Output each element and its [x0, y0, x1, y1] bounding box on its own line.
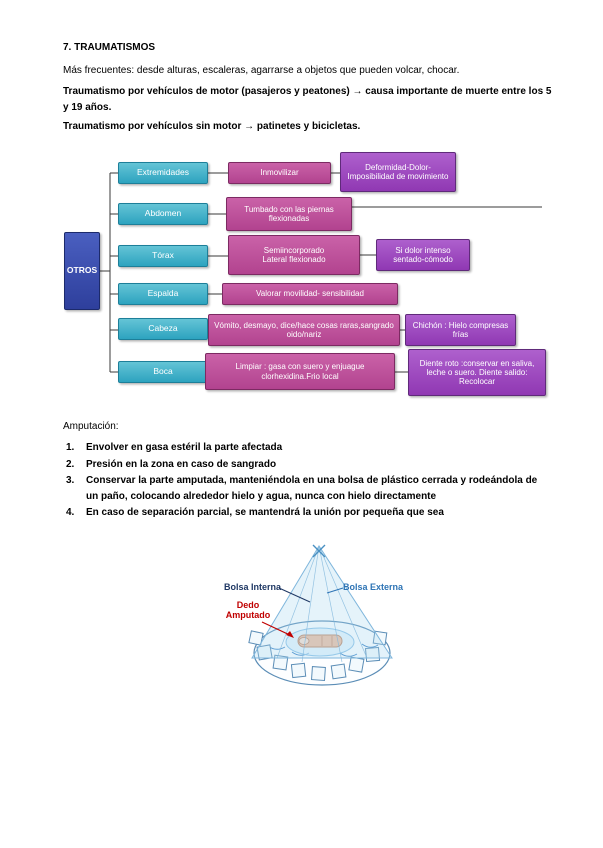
list-item-number: 4.	[66, 507, 75, 518]
label-dedo-amputado: Dedo Amputado	[225, 600, 271, 620]
body-part-label: Boca	[153, 366, 173, 377]
paragraph-frecuentes: Más frecuentes: desde alturas, escaleras…	[63, 65, 460, 76]
amputation-figure: Bolsa Interna Bolsa Externa Dedo Amputad…	[222, 540, 422, 697]
ice-bag-illustration	[248, 544, 393, 686]
list-item: 1. Envolver en gasa estéril la parte afe…	[66, 440, 548, 456]
body-part-extremidades: Extremidades	[118, 162, 208, 184]
note-label: Si dolor intenso sentado-cómodo	[393, 245, 453, 264]
body-part-cabeza: Cabeza	[118, 318, 208, 340]
action-label: Inmovilizar	[260, 168, 299, 178]
body-part-boca: Boca	[118, 361, 208, 383]
note-label: Chichón : Hielo compresas frías	[412, 320, 509, 339]
list-item-number: 1.	[66, 442, 75, 453]
action-label-line1: Semiincorporado	[263, 245, 325, 255]
list-item-text: Conservar la parte amputada, manteniéndo…	[86, 475, 538, 502]
action-valorar-movilidad: Valorar movilidad- sensibilidad	[222, 283, 398, 305]
note-chichon: Chichón : Hielo compresas frías	[405, 314, 516, 346]
action-inmovilizar: Inmovilizar	[228, 162, 331, 184]
note-label: Deformidad-Dolor-Imposibilidad de movimi…	[347, 162, 449, 181]
action-vomito-desmayo: Vómito, desmayo, dice/hace cosas raras,s…	[208, 314, 400, 346]
body-part-label: Extremidades	[137, 167, 189, 178]
list-item: 2. Presión en la zona en caso de sangrad…	[66, 457, 548, 473]
action-label: Limpiar : gasa con suero y enjuague clor…	[235, 362, 365, 381]
amputacion-list: 1. Envolver en gasa estéril la parte afe…	[66, 440, 548, 522]
diagram-connector-lines	[100, 172, 542, 373]
label-bolsa-externa: Bolsa Externa	[343, 582, 404, 592]
amputacion-heading: Amputación:	[63, 421, 119, 432]
action-label-line2: Lateral flexionado	[262, 255, 326, 264]
body-part-label: Tórax	[152, 250, 174, 261]
list-item-text: En caso de separación parcial, se manten…	[86, 507, 444, 518]
action-label: Valorar movilidad- sensibilidad	[256, 289, 364, 299]
body-part-label: Cabeza	[148, 323, 178, 334]
action-limpiar: Limpiar : gasa con suero y enjuague clor…	[205, 353, 395, 390]
note-si-dolor-intenso: Si dolor intenso sentado-cómodo	[376, 239, 470, 271]
diagram-root-label: OTROS	[66, 265, 98, 276]
trauma-diagram: OTROS Extremidades Inmovilizar Deformida…	[60, 150, 570, 410]
list-item-text: Presión en la zona en caso de sangrado	[86, 458, 277, 470]
diagram-root-otros: OTROS	[64, 232, 100, 310]
action-label: Tumbado con las piernas flexionadas	[244, 204, 334, 223]
list-item: 4. En caso de separación parcial, se man…	[66, 505, 548, 521]
action-label: Vómito, desmayo, dice/hace cosas raras,s…	[214, 320, 394, 339]
label-bolsa-interna: Bolsa Interna	[224, 582, 282, 592]
action-tumbado: Tumbado con las piernas flexionadas	[226, 197, 352, 231]
body-part-espalda: Espalda	[118, 283, 208, 305]
list-item-number: 3.	[66, 475, 75, 486]
body-part-label: Espalda	[147, 288, 179, 299]
section-title: 7. TRAUMATISMOS	[63, 42, 156, 53]
note-diente-roto: Diente roto :conservar en saliva, leche …	[408, 349, 546, 396]
body-part-abdomen: Abdomen	[118, 203, 208, 225]
note-label: Diente roto :conservar en saliva, leche …	[419, 358, 535, 387]
list-item-number: 2.	[66, 458, 75, 470]
action-semiincorporado: Semiincorporado Lateral flexionado	[228, 235, 360, 275]
paragraph-vehiculos-motor: Traumatismo por vehículos de motor (pasa…	[63, 86, 552, 113]
list-item-text: Envolver en gasa estéril la parte afecta…	[86, 442, 283, 453]
note-deformidad: Deformidad-Dolor-Imposibilidad de movimi…	[340, 152, 456, 192]
body-part-torax: Tórax	[118, 245, 208, 267]
list-item: 3. Conservar la parte amputada, mantenié…	[66, 473, 548, 504]
paragraph-vehiculos-sin-motor: Traumatismo por vehículos sin motor → pa…	[63, 121, 361, 132]
body-part-label: Abdomen	[144, 208, 182, 219]
